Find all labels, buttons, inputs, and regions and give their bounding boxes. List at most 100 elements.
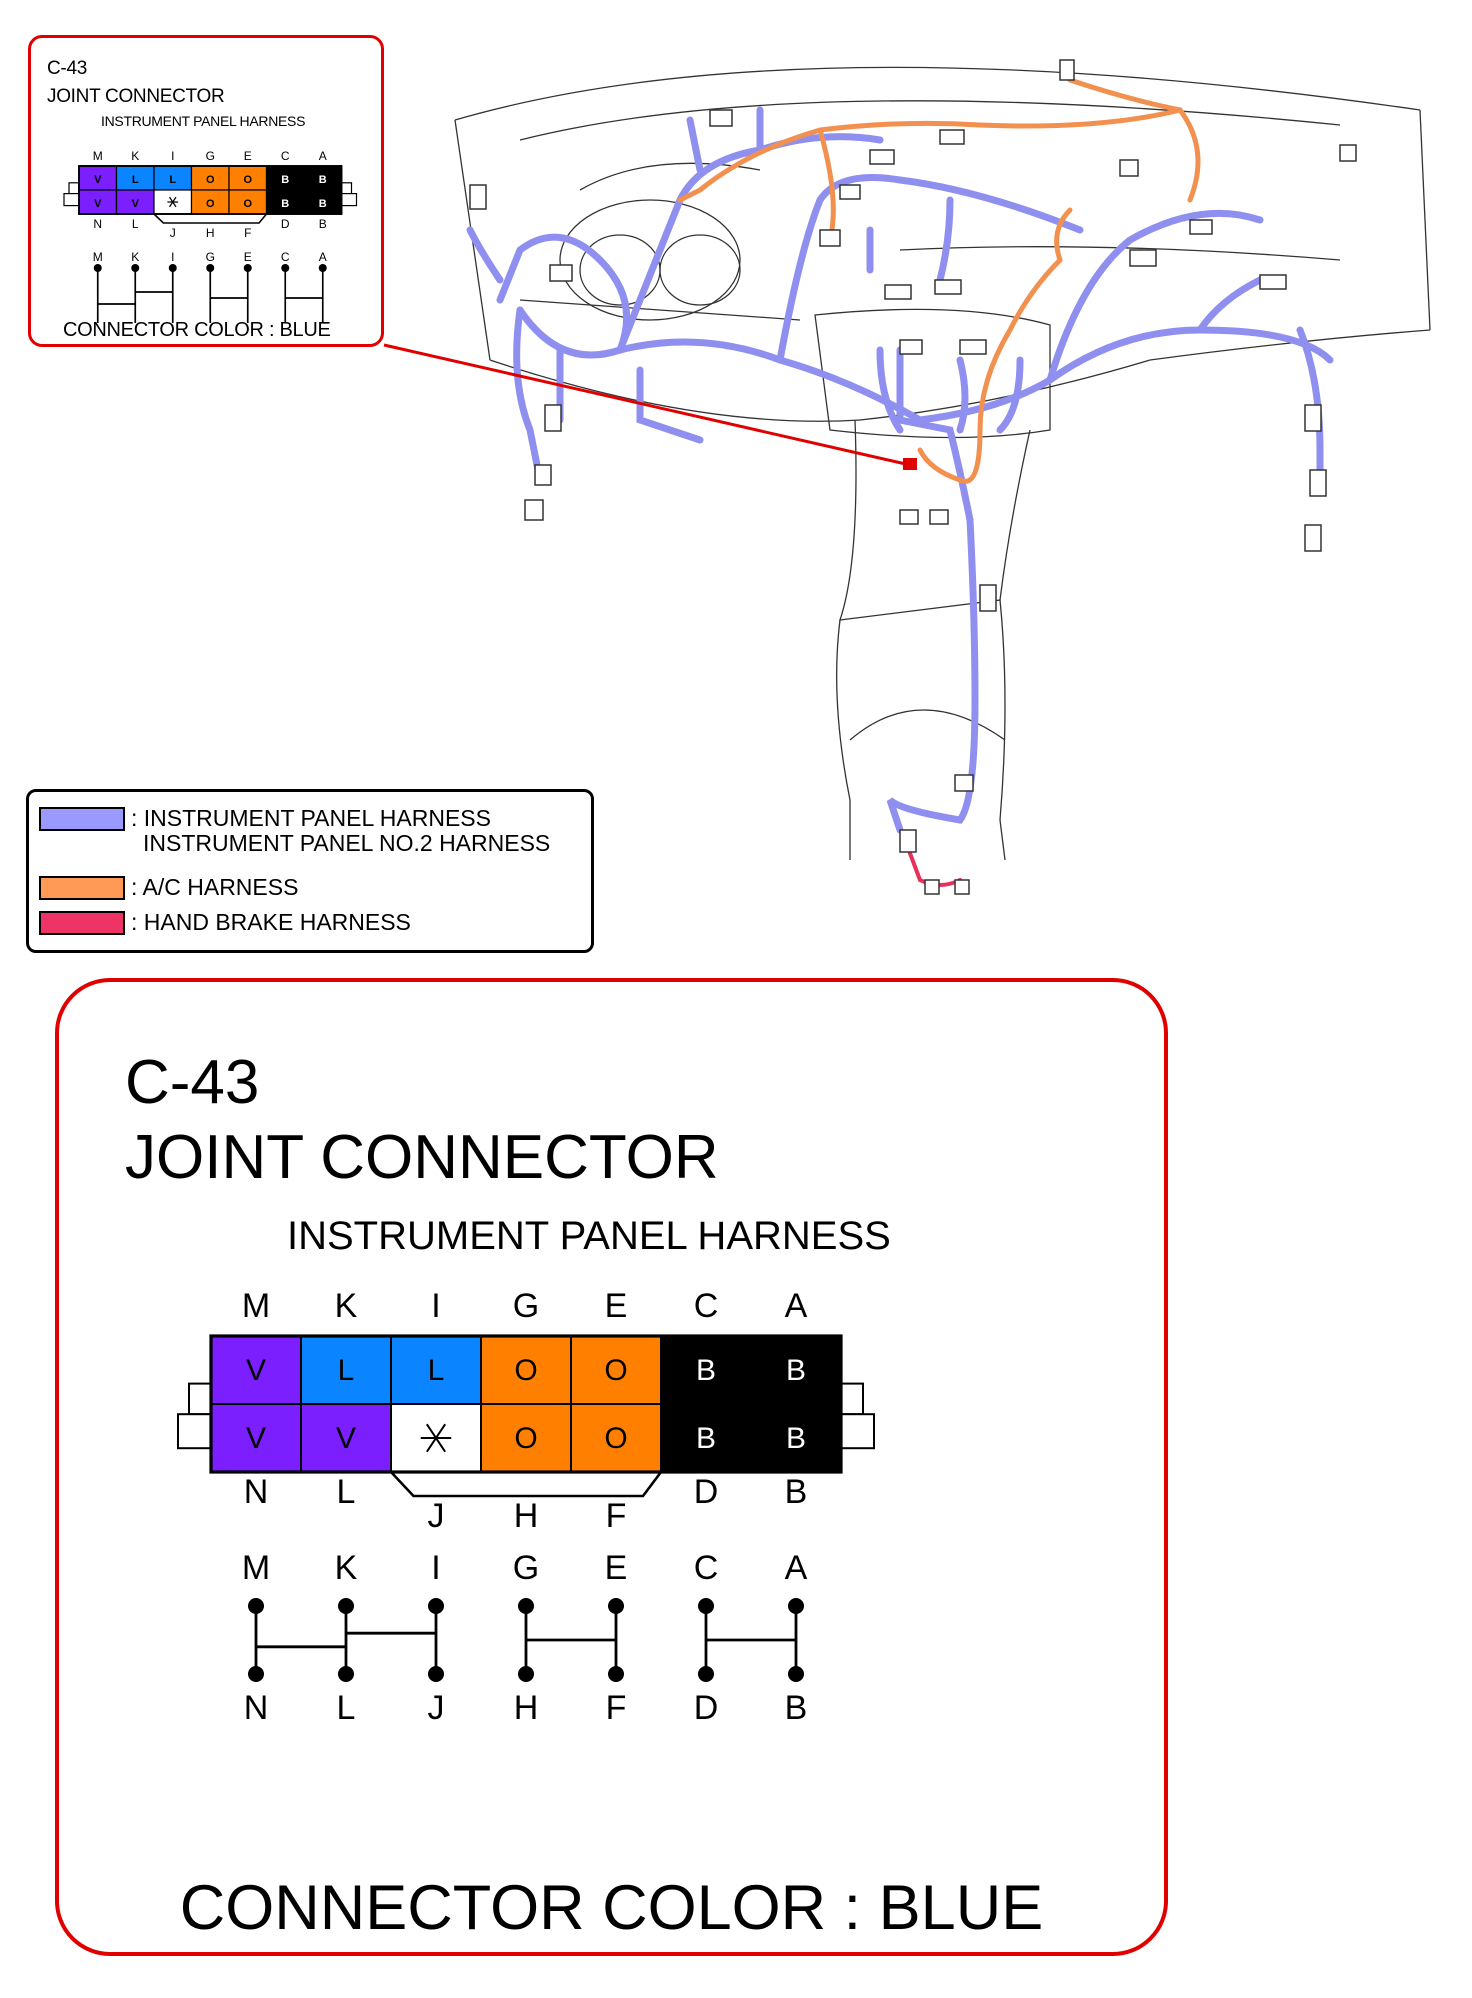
- connector-name: JOINT CONNECTOR: [125, 1123, 719, 1192]
- wire-color-code: V: [336, 1422, 356, 1455]
- pin-label-bottom: F: [606, 1497, 627, 1535]
- small-connector-harness: INSTRUMENT PANEL HARNESS: [101, 113, 306, 129]
- pin-label-top: E: [244, 149, 252, 163]
- legend-label-ac: : A/C HARNESS: [131, 874, 299, 900]
- connector-frame: [78, 165, 343, 215]
- connector-frame: [209, 1334, 843, 1474]
- wire-color-code: L: [132, 174, 139, 186]
- schematic-pin-dot: [518, 1598, 534, 1614]
- connector-right-tab-lower: [340, 192, 358, 207]
- wire-color-code: V: [94, 174, 102, 186]
- pin-label-top: G: [206, 149, 215, 163]
- wire-color-code: B: [319, 174, 327, 186]
- pin-label-bottom: H: [514, 1497, 539, 1535]
- pin-label-top: A: [785, 1287, 808, 1325]
- schematic-label-top: A: [785, 1549, 808, 1587]
- schematic-label-top: I: [431, 1549, 440, 1587]
- legend-swatch-instrument-panel: [39, 807, 125, 831]
- schematic-label-top: G: [206, 250, 215, 264]
- schematic-label-top: A: [319, 250, 327, 264]
- small-connector-callout: C-43 JOINT CONNECTOR INSTRUMENT PANEL HA…: [28, 35, 384, 347]
- schematic-label-bottom: D: [694, 1689, 719, 1727]
- schematic-pin-dot: [131, 264, 140, 272]
- dashboard-wiring-illustration: [383, 59, 1431, 895]
- wire-color-code: L: [169, 174, 176, 186]
- schematic-pin-dot: [428, 1666, 444, 1682]
- connector-code: C-43: [125, 1048, 260, 1117]
- connector-left-tab-lower: [63, 192, 80, 207]
- legend-item-hand-brake: : HAND BRAKE HARNESS: [39, 909, 411, 936]
- connector-right-tab-upper: [840, 1382, 864, 1416]
- pin-label-top: K: [335, 1287, 358, 1325]
- pin-label-bottom: N: [244, 1473, 269, 1511]
- pin-label-bottom: F: [244, 226, 251, 240]
- small-connector-diagram: MKIGECAVLLOOBBVVOOBBNLJHFDBMKIGECANLJHFD…: [63, 149, 358, 323]
- unused-cavity-mark: [425, 1423, 447, 1453]
- schematic-label-top: C: [694, 1549, 719, 1587]
- pin-label-top: I: [171, 149, 174, 163]
- wire-color-code: B: [281, 174, 289, 186]
- wire-color-code: B: [696, 1422, 716, 1455]
- pin-label-bottom: N: [93, 217, 102, 231]
- legend-label-instrument-panel-no2: INSTRUMENT PANEL NO.2 HARNESS: [143, 830, 551, 856]
- wire-color-code: V: [246, 1422, 266, 1455]
- schematic-pin-dot: [698, 1666, 714, 1682]
- wire-color-code: B: [281, 198, 289, 210]
- schematic-pin-dot: [248, 1598, 264, 1614]
- connector-color-label: CONNECTOR COLOR : BLUE: [179, 1873, 1044, 1943]
- schematic-pin-dot: [318, 264, 327, 272]
- wire-color-code: O: [206, 174, 215, 186]
- schematic-label-top: K: [335, 1549, 358, 1587]
- wire-color-code: O: [604, 1354, 627, 1387]
- wire-color-code: B: [319, 198, 327, 210]
- schematic-label-bottom: N: [244, 1689, 269, 1727]
- legend-label-instrument-panel: : INSTRUMENT PANEL HARNESS: [131, 805, 491, 831]
- connector-left-tab-upper: [68, 182, 80, 195]
- pin-label-top: C: [694, 1287, 719, 1325]
- wire-color-code: L: [338, 1354, 355, 1387]
- schematic-pin-dot: [93, 264, 102, 272]
- schematic-pin-dot: [281, 264, 290, 272]
- connector-cavity: [480, 1403, 572, 1473]
- connector-cavity: [228, 189, 268, 215]
- wire-color-code: L: [428, 1354, 445, 1387]
- schematic-label-top: C: [281, 250, 290, 264]
- connector-cavity: [570, 1335, 662, 1405]
- connector-cavity: [660, 1403, 752, 1473]
- wire-color-code: O: [514, 1354, 537, 1387]
- small-connector-color: CONNECTOR COLOR : BLUE: [63, 319, 331, 341]
- legend-item-instrument-panel: : INSTRUMENT PANEL HARNESS INSTRUMENT PA…: [39, 805, 551, 857]
- schematic-label-bottom: L: [337, 1689, 356, 1727]
- pin-label-bottom: H: [206, 226, 215, 240]
- pin-label-top: G: [513, 1287, 539, 1325]
- schematic-label-top: K: [131, 250, 139, 264]
- schematic-pin-dot: [608, 1598, 624, 1614]
- schematic-pin-dot: [428, 1598, 444, 1614]
- pin-label-bottom: D: [694, 1473, 719, 1511]
- wire-color-code: V: [246, 1354, 266, 1387]
- legend-swatch-ac: [39, 876, 125, 900]
- schematic-pin-dot: [243, 264, 252, 272]
- connector-left-tab-upper: [188, 1382, 212, 1416]
- schematic-pin-dot: [248, 1666, 264, 1682]
- legend-swatch-hand-brake: [39, 911, 125, 935]
- small-connector-code: C-43: [47, 58, 87, 79]
- connector-right-tab-lower: [840, 1413, 875, 1450]
- schematic-label-bottom: J: [428, 1689, 445, 1727]
- schematic-label-bottom: B: [785, 1689, 808, 1727]
- connector-harness: INSTRUMENT PANEL HARNESS: [287, 1214, 891, 1258]
- schematic-label-top: M: [93, 250, 103, 264]
- wire-color-code: V: [132, 198, 140, 210]
- harness-legend: : INSTRUMENT PANEL HARNESS INSTRUMENT PA…: [26, 789, 594, 953]
- schematic-pin-dot: [788, 1666, 804, 1682]
- small-connector-name: JOINT CONNECTOR: [47, 86, 225, 107]
- schematic-pin-dot: [338, 1598, 354, 1614]
- pin-label-bottom: L: [337, 1473, 356, 1511]
- schematic-label-top: E: [605, 1549, 628, 1587]
- wire-color-code: B: [786, 1422, 806, 1455]
- pin-label-bottom: B: [785, 1473, 808, 1511]
- pin-label-top: I: [431, 1287, 440, 1325]
- schematic-label-top: I: [171, 250, 174, 264]
- schematic-label-top: M: [242, 1549, 270, 1587]
